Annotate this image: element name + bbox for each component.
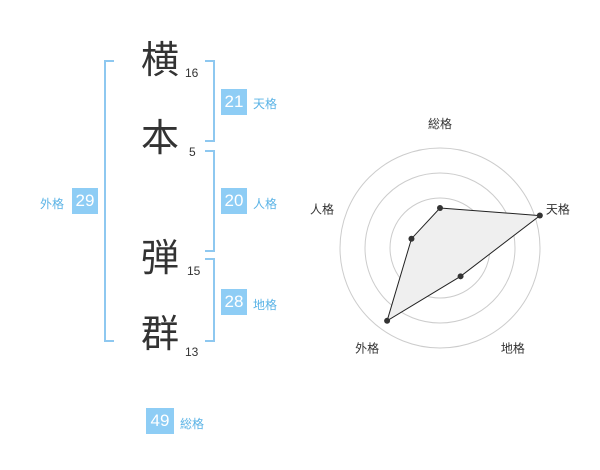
soukaku-label: 総格	[180, 417, 205, 431]
gaikaku-bracket	[104, 60, 114, 342]
chikaku-label: 地格	[253, 298, 278, 312]
radar-points	[384, 205, 543, 324]
stroke-count-1: 16	[185, 66, 199, 80]
jinkaku-label: 人格	[253, 197, 278, 211]
radar-axis-label-3: 地格	[501, 340, 525, 355]
name-char-4: 群	[141, 312, 180, 356]
radar-ring-4	[339, 147, 541, 349]
jinkaku-badge: 20	[221, 188, 247, 214]
radar-point-4	[384, 317, 391, 324]
radar-ring-3	[364, 172, 516, 324]
tenkaku-badge: 21	[221, 89, 247, 115]
radar-point-1	[437, 205, 443, 211]
radar-point-5	[408, 235, 415, 242]
tenkaku-bracket	[205, 60, 215, 142]
gaikaku-label: 外格	[40, 197, 65, 211]
stroke-count-2: 5	[189, 145, 196, 159]
stroke-count-4: 13	[185, 345, 199, 359]
radar-point-3	[457, 273, 464, 280]
name-char-3: 弾	[141, 236, 180, 280]
chikaku-bracket	[205, 258, 215, 342]
radar-axis-label-4: 外格	[355, 340, 379, 355]
radar-axis-label-1: 総格	[428, 116, 452, 131]
soukaku-badge: 49	[146, 408, 174, 434]
gaikaku-badge: 29	[72, 188, 98, 214]
radar-series-area	[386, 207, 542, 322]
name-char-2: 本	[141, 116, 180, 160]
stroke-count-3: 15	[187, 264, 201, 278]
tenkaku-label: 天格	[253, 97, 278, 111]
jinkaku-bracket	[205, 150, 215, 252]
radar-point-2	[536, 212, 543, 219]
radar-axis-label-5: 人格	[310, 202, 334, 217]
chikaku-badge: 28	[221, 289, 247, 315]
radar-axis-label-2: 天格	[546, 202, 570, 217]
name-char-1: 横	[141, 38, 180, 82]
